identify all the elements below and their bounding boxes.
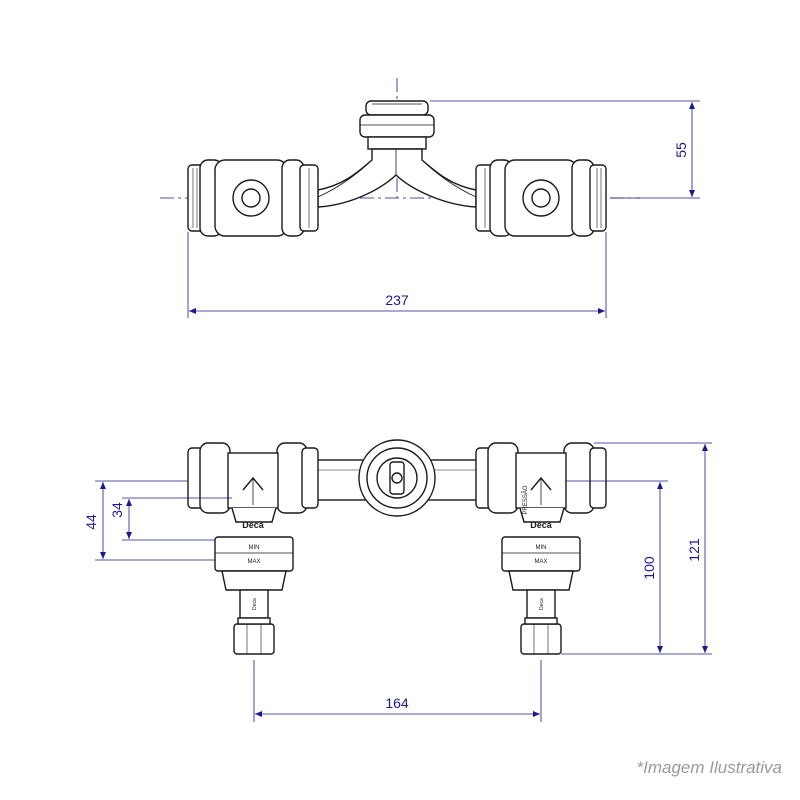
left-small-brand: Deca	[252, 598, 258, 610]
height-44-label: 44	[83, 514, 99, 530]
front-view	[187, 439, 607, 655]
top-view	[160, 78, 640, 237]
right-min-label: MIN	[536, 545, 547, 551]
right-valve-top	[475, 159, 607, 237]
left-min-label: MIN	[249, 545, 260, 551]
front-view-labels: Deca MIN MAX Deca MIN MAX PRESSÃO Deca D…	[242, 485, 553, 610]
y-body	[317, 148, 477, 208]
center-height-label: 55	[673, 142, 689, 158]
top-knob	[359, 100, 435, 150]
right-brand-label: Deca	[530, 520, 553, 530]
front-view-dimensions	[95, 442, 712, 722]
height-34-label: 34	[109, 502, 125, 518]
right-valve-front	[475, 442, 607, 655]
right-small-brand: Deca	[539, 598, 545, 610]
height-100-label: 100	[641, 556, 657, 580]
top-view-dimensions	[187, 100, 700, 318]
center-cartridge	[358, 439, 436, 517]
left-max-label: MAX	[247, 559, 260, 565]
left-brand-label: Deca	[242, 520, 265, 530]
left-valve-top	[187, 159, 319, 237]
illustrative-image-caption: *Imagem Ilustrativa	[636, 758, 783, 777]
outlet-spacing-label: 164	[385, 695, 409, 711]
pressure-label: PRESSÃO	[522, 485, 529, 514]
overall-width-label: 237	[385, 292, 409, 308]
right-max-label: MAX	[534, 559, 547, 565]
height-121-label: 121	[686, 538, 702, 562]
left-valve-front	[187, 442, 319, 655]
